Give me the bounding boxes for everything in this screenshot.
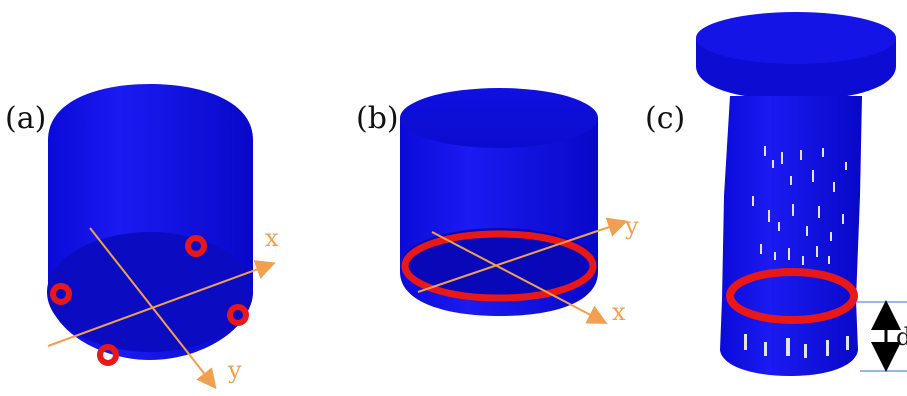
speckle [822,148,824,157]
speckle [781,152,783,164]
speckle [786,338,790,356]
speckle [792,204,794,216]
panel-a-label: (a) [5,101,46,136]
speckle [842,214,844,224]
speckle [760,244,762,254]
panel-c-dim-label: d [896,323,907,351]
speckle [768,210,770,222]
speckle [828,256,830,264]
speckle [812,170,814,182]
speckle [845,162,847,170]
speckle [788,248,790,260]
speckle [778,222,780,231]
panel-c: (c) [645,12,907,376]
panel-b-label: (b) [356,101,399,136]
speckle [764,146,766,156]
speckle [802,256,804,265]
marker [100,347,116,363]
speckle [790,176,792,185]
panel-c-column [720,96,862,376]
panel-c-label: (c) [645,101,685,136]
speckle [830,232,832,241]
panel-b-top-face [400,88,598,148]
panel-a: (a) x y [5,84,279,386]
speckle [806,226,808,236]
panel-b: (b) y x [356,88,639,326]
speckle [744,334,747,350]
speckle [818,206,820,218]
speckle [774,252,776,260]
speckle [800,150,802,160]
panel-a-x-label: x [265,224,279,252]
speckle [826,340,829,356]
panel-c-cap-top [696,12,896,64]
panel-b-y-label: y [624,212,639,240]
panel-b-x-label: x [612,298,626,326]
speckle [816,246,818,257]
panel-a-y-label: y [227,356,242,384]
speckle [772,160,774,168]
speckle [833,182,835,192]
speckle [764,342,767,356]
speckle [752,196,754,206]
speckle [804,344,807,358]
speckle [846,336,849,350]
